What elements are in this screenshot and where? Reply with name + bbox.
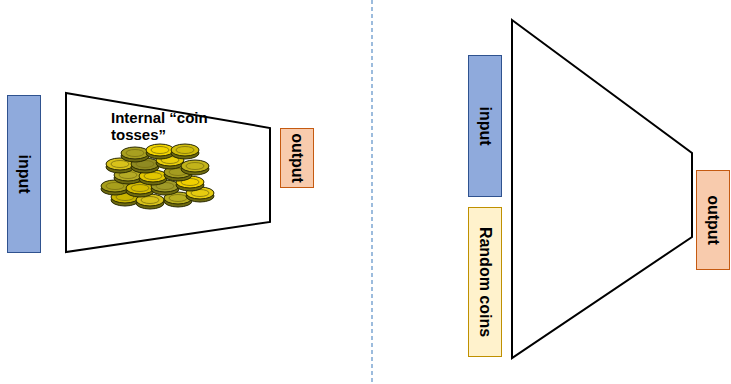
divider-line bbox=[371, 0, 372, 384]
random-coins-box: Random coins bbox=[468, 207, 502, 357]
input-box: input bbox=[7, 95, 41, 253]
node-label: Random coins bbox=[476, 227, 494, 337]
node-label: output bbox=[704, 195, 722, 245]
coin bbox=[171, 144, 199, 159]
node-label: Internal “coin tosses” bbox=[111, 109, 223, 144]
randomized-function-trapezoid bbox=[512, 20, 692, 358]
coin bbox=[146, 144, 174, 159]
coin bbox=[121, 147, 149, 162]
node-label: input bbox=[15, 154, 33, 193]
output-box: output bbox=[280, 128, 314, 188]
node-label: output bbox=[288, 133, 306, 183]
input-box: input bbox=[468, 55, 502, 197]
coin-pile bbox=[101, 144, 214, 209]
output-box: output bbox=[696, 170, 730, 270]
randomized-function-trapezoid: Internal “coin tosses” bbox=[65, 92, 271, 253]
coin bbox=[181, 160, 209, 175]
node-label: input bbox=[476, 106, 494, 145]
